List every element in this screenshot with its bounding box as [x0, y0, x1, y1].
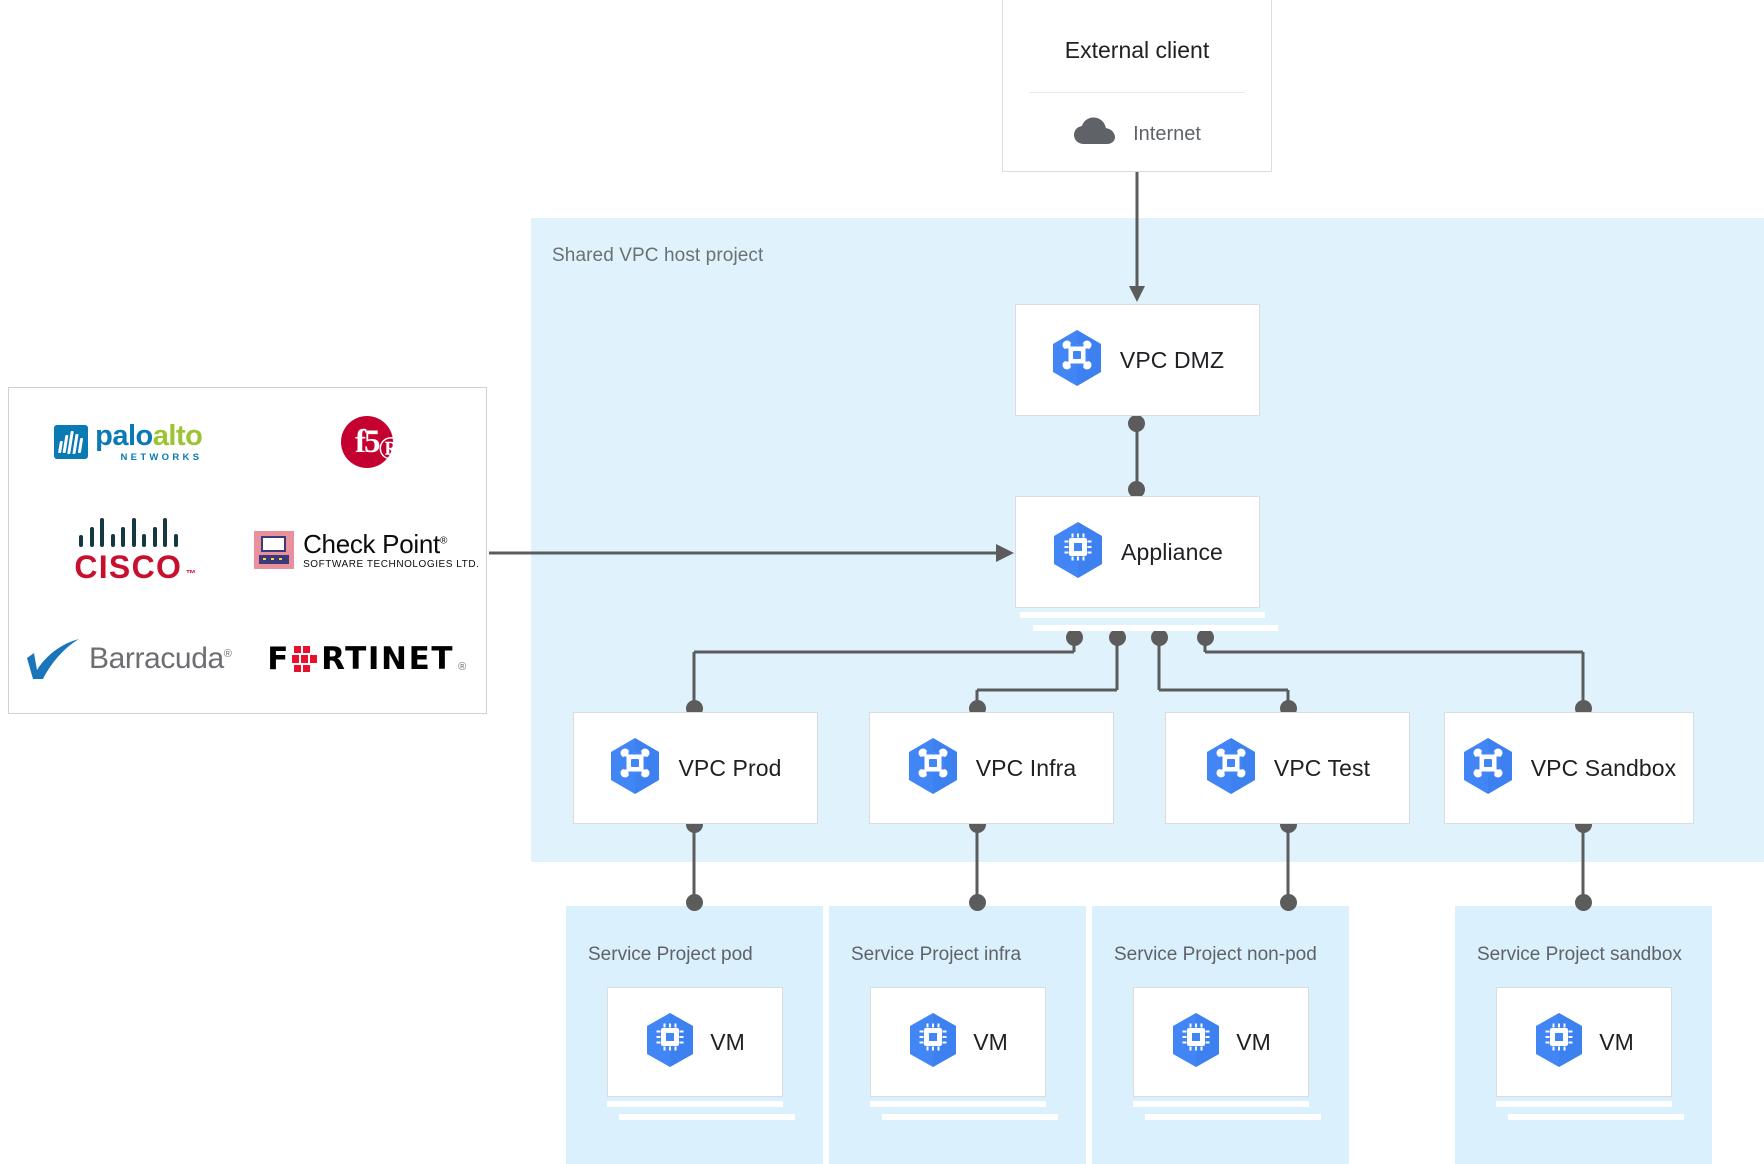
palo-alto-word-two: alto	[152, 419, 203, 452]
cisco-wordmark: CISCO	[74, 548, 183, 585]
internet-row: Internet	[1003, 117, 1271, 152]
check-point-registered-mark: ®	[439, 535, 448, 547]
vm-box-non-pod[interactable]: VM	[1133, 987, 1309, 1097]
service-project-title: Service Project sandbox	[1477, 944, 1682, 965]
vm-label: VM	[1236, 1028, 1271, 1055]
vpc-dmz-label: VPC DMZ	[1119, 346, 1225, 373]
vpc-network-icon	[1051, 329, 1103, 392]
fortinet-registered-mark: ®	[458, 660, 467, 673]
barracuda-wordmark: Barracuda	[88, 641, 224, 675]
palo-alto-word-one: palo	[95, 419, 153, 452]
internet-label: Internet	[1133, 123, 1201, 145]
appliance-stack-indicator	[1020, 612, 1280, 634]
vpc-dmz-box[interactable]: VPC DMZ	[1015, 304, 1260, 416]
compute-vm-icon	[1534, 1012, 1584, 1073]
check-point-wordmark: Check Point	[303, 528, 440, 559]
compute-vm-icon	[908, 1012, 958, 1073]
connector-dot	[1109, 629, 1126, 646]
service-project-title: Service Project infra	[851, 944, 1022, 965]
vendor-logo-fortinet: F RTINET ®	[267, 641, 466, 677]
service-project-pod-region: Service Project pod VM	[566, 906, 823, 1164]
vpc-network-icon	[1462, 737, 1514, 800]
vendor-logo-cisco: CISCO ™	[74, 517, 196, 585]
check-point-tagline: SOFTWARE TECHNOLOGIES LTD.	[303, 558, 480, 570]
barracuda-registered-mark: ®	[223, 647, 232, 660]
connector-dot	[969, 894, 986, 911]
shared-vpc-host-project-label: Shared VPC host project	[552, 245, 764, 266]
f5-mark-icon: f5 ®	[340, 416, 403, 469]
vpc-network-icon	[907, 737, 959, 800]
appliance-box[interactable]: Appliance	[1015, 496, 1260, 608]
vendor-logo-f5: f5 ®	[340, 416, 403, 469]
compute-vm-icon	[1052, 521, 1104, 584]
connector-dot	[1066, 629, 1083, 646]
vpc-prod-label: VPC Prod	[678, 754, 782, 781]
vm-label: VM	[1599, 1028, 1634, 1055]
vm-box-sandbox[interactable]: VM	[1496, 987, 1672, 1097]
service-project-title: Service Project non-pod	[1114, 944, 1317, 965]
f5-registered-mark: ®	[378, 431, 403, 468]
vendor-logo-check-point: Check Point® SOFTWARE TECHNOLOGIES LTD.	[254, 531, 479, 570]
f5-wordmark: f5	[355, 423, 380, 460]
appliance-label: Appliance	[1121, 538, 1223, 565]
connector-dot	[1280, 894, 1297, 911]
vpc-infra-label: VPC Infra	[975, 754, 1077, 781]
palo-alto-tagline: NETWORKS	[120, 451, 203, 463]
vm-stack-indicator	[1133, 1101, 1323, 1123]
vendor-logo-palo-alto-networks: paloalto NETWORKS	[54, 419, 203, 463]
vm-label: VM	[710, 1028, 745, 1055]
vpc-prod-box[interactable]: VPC Prod	[573, 712, 818, 824]
vpc-infra-box[interactable]: VPC Infra	[869, 712, 1114, 824]
cisco-bars-icon	[79, 517, 178, 547]
connector-dot	[1575, 894, 1592, 911]
vm-stack-indicator	[1496, 1101, 1686, 1123]
service-project-non-pod-region: Service Project non-pod VM	[1092, 906, 1349, 1164]
vendor-logo-barracuda: Barracuda®	[25, 637, 232, 681]
vpc-test-box[interactable]: VPC Test	[1165, 712, 1410, 824]
vpc-sandbox-label: VPC Sandbox	[1530, 754, 1677, 781]
connector-dot	[1128, 481, 1145, 498]
fortinet-suffix: RTINET	[321, 640, 455, 677]
connector-dot	[1151, 629, 1168, 646]
compute-vm-icon	[1171, 1012, 1221, 1073]
vpc-network-icon	[609, 737, 661, 800]
check-point-mark-icon	[254, 531, 295, 570]
vpc-sandbox-box[interactable]: VPC Sandbox	[1444, 712, 1694, 824]
external-client-box[interactable]: External client Internet	[1002, 0, 1272, 172]
vpc-test-label: VPC Test	[1273, 754, 1371, 781]
vm-stack-indicator	[607, 1101, 797, 1123]
vm-box-pod[interactable]: VM	[607, 987, 783, 1097]
compute-vm-icon	[645, 1012, 695, 1073]
connector-dot	[1197, 629, 1214, 646]
service-project-title: Service Project pod	[588, 944, 753, 965]
connector-dot	[1128, 415, 1145, 432]
vendor-appliance-panel: paloalto NETWORKS f5 ®	[8, 387, 487, 714]
service-project-sandbox-region: Service Project sandbox VM	[1455, 906, 1712, 1164]
divider	[1029, 92, 1245, 93]
cloud-icon	[1073, 117, 1116, 152]
vpc-network-icon	[1205, 737, 1257, 800]
connector-dot	[686, 894, 703, 911]
palo-alto-mark-icon	[54, 425, 89, 460]
cisco-trademark: ™	[185, 568, 198, 580]
vm-box-infra[interactable]: VM	[870, 987, 1046, 1097]
vm-label: VM	[973, 1028, 1008, 1055]
barracuda-fin-icon	[25, 637, 81, 681]
vm-stack-indicator	[870, 1101, 1060, 1123]
fortinet-prefix: F	[267, 640, 291, 677]
fortinet-o-mark-icon	[292, 645, 319, 673]
service-project-infra-region: Service Project infra VM	[829, 906, 1086, 1164]
external-client-title: External client	[1064, 37, 1210, 63]
